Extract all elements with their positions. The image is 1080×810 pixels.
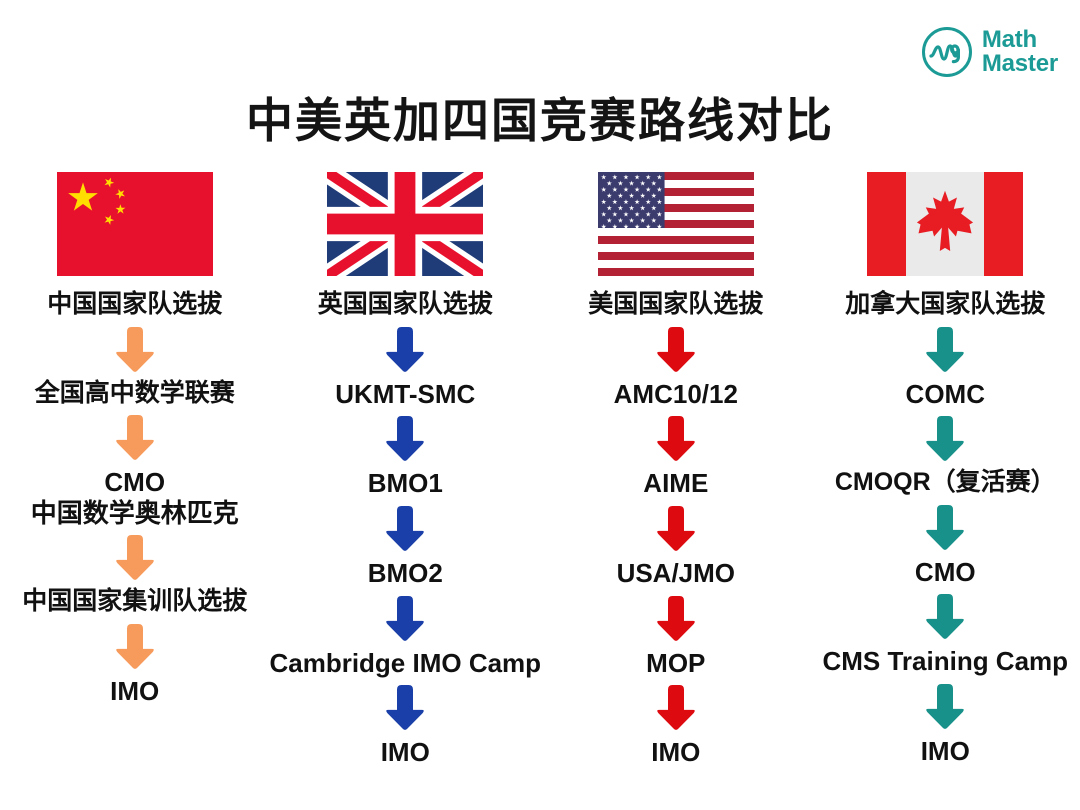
arrow-down-icon — [656, 595, 696, 642]
pathway-node: IMO — [921, 736, 970, 767]
arrow-down-icon — [385, 595, 425, 642]
pathway-node: USA/JMO — [617, 558, 735, 589]
arrow-down-icon — [925, 594, 965, 640]
pathway-node-label: IMO — [380, 737, 430, 768]
brand-wordmark: Math Master — [981, 25, 1058, 77]
pathway-node: 中国国家集训队选拔 — [22, 587, 247, 617]
arrow-down-icon — [925, 326, 965, 373]
pathway-node: 中国国家队选拔 — [47, 290, 222, 320]
pathway-node-label: COMC — [905, 378, 985, 409]
pathway-node-label: IMO — [920, 736, 970, 767]
pathway-node: AIME — [643, 468, 708, 499]
pathway-node-label: BMO1 — [367, 468, 443, 499]
flag-canada-icon — [865, 172, 1025, 276]
pathway-node: AMC10/12 — [614, 379, 738, 410]
pathway-node-label: USA/JMO — [616, 557, 736, 588]
pathway-node: UKMT-SMC — [335, 379, 475, 410]
arrow-down-icon — [925, 416, 965, 462]
flag-united-kingdom-icon — [325, 172, 486, 276]
pathway-node: 美国国家队选拔 — [588, 290, 763, 320]
pathway-node: IMO — [110, 676, 159, 707]
pathway-node-label: BMO2 — [367, 557, 443, 588]
pathway-node-sublabel: 中国数学奥林匹克 — [30, 497, 239, 528]
pathway-node-label: 加拿大国家队选拔 — [845, 290, 1046, 318]
pathway-node: COMC — [906, 379, 985, 410]
pathway-node-label: AMC10/12 — [613, 378, 738, 409]
pathway-node: BMO1 — [368, 468, 443, 499]
arrow-down-icon — [656, 685, 696, 731]
pathway-node: MOP — [646, 648, 705, 679]
pathway-node-label: IMO — [651, 737, 701, 768]
pathway-node-label: CMO — [104, 467, 166, 497]
pathway-node-label: 中国国家集训队选拔 — [22, 587, 248, 616]
arrow-down-icon — [115, 415, 155, 461]
arrow-down-icon — [385, 685, 425, 731]
pathway-node: BMO2 — [368, 558, 443, 589]
arrow-down-icon — [656, 505, 696, 552]
pathway-node: IMO — [381, 737, 430, 768]
arrow-down-icon — [115, 623, 155, 670]
page-title: 中美英加四国竞赛路线对比 — [246, 94, 834, 147]
pathway-node: IMO — [651, 737, 700, 768]
pathway-node-label: 英国国家队选拔 — [317, 290, 493, 318]
arrow-down-icon — [925, 504, 965, 551]
pathway-node-label: MOP — [646, 647, 706, 678]
arrow-down-icon — [385, 505, 425, 552]
arrow-down-icon — [115, 535, 155, 581]
arrow-down-icon — [115, 326, 155, 373]
arrow-down-icon — [656, 326, 696, 373]
pathway-node-label: 全国高中数学联赛 — [34, 378, 235, 407]
pathway-node: 加拿大国家队选拔 — [845, 290, 1045, 320]
pathway-node-label: AIME — [643, 468, 709, 499]
pathway-node-label: CMS Training Camp — [822, 646, 1069, 677]
pathway-node-label: IMO — [110, 675, 160, 706]
pathway-node-label: 中国国家队选拔 — [47, 290, 223, 318]
pathway-node-label: Cambridge IMO Camp — [269, 647, 542, 678]
mathmaster-wave-circle-icon — [921, 26, 973, 78]
flag-united-states-icon — [596, 172, 756, 276]
pathway-node-label: CMO — [914, 556, 976, 587]
pathway-node-label: UKMT-SMC — [335, 378, 476, 409]
country-column-canada: 加拿大国家队选拔 COMC CMOQR（复活赛） CMO CMS Training Ca… — [811, 172, 1080, 767]
arrow-down-icon — [385, 416, 425, 462]
brand-line-1: Math — [981, 25, 1038, 53]
pathway-node: CMO — [915, 557, 976, 588]
arrow-down-icon — [656, 416, 696, 462]
pathway-node-label: CMOQR（复活赛） — [834, 468, 1056, 497]
pathway-node: 全国高中数学联赛 — [35, 379, 235, 409]
pathway-node: CMS Training Camp — [822, 646, 1068, 677]
pathway-node-label: 美国国家队选拔 — [588, 290, 764, 318]
brand-logo: Math Master — [921, 26, 1058, 78]
pathway-node: 英国国家队选拔 — [318, 290, 493, 320]
arrow-down-icon — [385, 326, 425, 373]
arrow-down-icon — [925, 684, 965, 730]
brand-line-2: Master — [981, 50, 1058, 77]
flag-china-icon — [55, 172, 215, 276]
pathway-node: CMOQR（复活赛） — [835, 468, 1056, 498]
pathway-node: Cambridge IMO Camp — [269, 648, 541, 679]
